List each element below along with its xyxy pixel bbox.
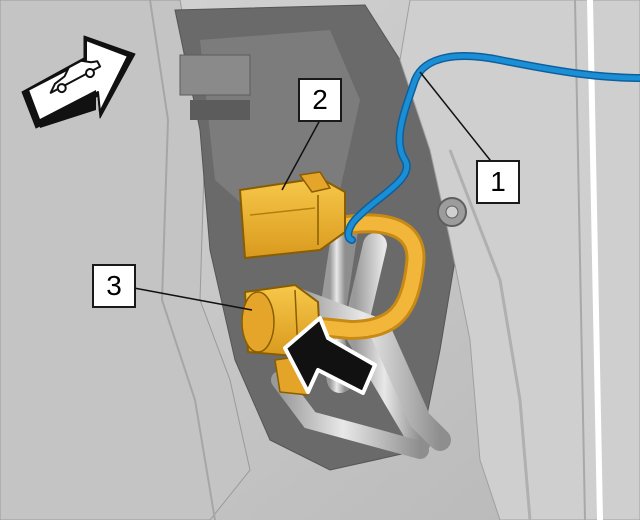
left-panel-edge (149, 0, 216, 520)
bolt-center (445, 205, 459, 219)
right-pillar (399, 0, 640, 520)
callout-3-label: 3 (106, 270, 122, 301)
callout-3: 3 (92, 264, 136, 308)
callout-2-label: 2 (312, 84, 328, 115)
vehicle-direction-arrow-icon (21, 35, 136, 129)
pillar-highlight (587, 0, 603, 520)
upper-connector-latch (298, 171, 332, 193)
cavity-slot (190, 100, 250, 120)
lower-connector-body (241, 291, 275, 353)
cavity-bracket (179, 54, 251, 96)
support-tube-3 (289, 289, 451, 451)
leader-line-1 (419, 71, 499, 171)
pillar-contour (448, 149, 532, 520)
harness-loop (293, 216, 423, 338)
installation-direction-arrow-icon (283, 316, 377, 395)
callout-2: 2 (298, 78, 342, 122)
cable-wire (345, 53, 640, 243)
callout-1-label: 1 (490, 166, 506, 197)
pillar-groove (574, 0, 586, 520)
leader-line-3 (133, 287, 253, 311)
upper-connector-ridge (249, 207, 316, 216)
leader-line-2 (281, 119, 321, 191)
callout-1: 1 (476, 160, 520, 204)
